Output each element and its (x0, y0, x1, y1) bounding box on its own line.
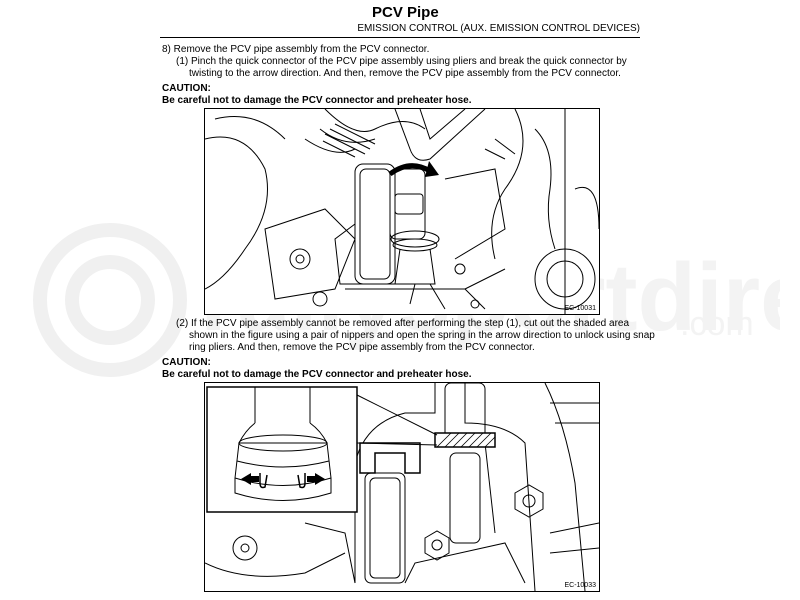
caution-2-label: CAUTION: (162, 357, 211, 368)
step-8-2-line-3: ring pliers. And then, remove the PCV pi… (189, 342, 535, 353)
step-8-text: 8) Remove the PCV pipe assembly from the… (162, 44, 430, 55)
figure-2-code: EC-10033 (564, 582, 596, 589)
step-8-1-line-2: twisting to the arrow direction. And the… (189, 68, 621, 79)
step-8-2-line-1: (2) If the PCV pipe assembly cannot be r… (176, 318, 630, 329)
figure-2-drawing (205, 383, 599, 591)
svg-text:.com: .com (680, 305, 754, 343)
caution-1-label: CAUTION: (162, 83, 211, 94)
figure-1-drawing (205, 109, 599, 314)
figure-1-illustration: EC-10031 (204, 108, 600, 315)
caution-1-text: Be careful not to damage the PCV connect… (162, 95, 472, 106)
step-8-1-line-1: (1) Pinch the quick connector of the PCV… (176, 56, 627, 67)
figure-1-code: EC-10031 (564, 305, 596, 312)
header-rule (160, 37, 640, 38)
section-subtitle: EMISSION CONTROL (AUX. EMISSION CONTROL … (357, 23, 640, 34)
caution-2-text: Be careful not to damage the PCV connect… (162, 369, 472, 380)
step-8-2-line-2: shown in the figure using a pair of nipp… (189, 330, 655, 341)
figure-2-illustration: EC-10033 (204, 382, 600, 592)
page-title: PCV Pipe (372, 4, 439, 21)
